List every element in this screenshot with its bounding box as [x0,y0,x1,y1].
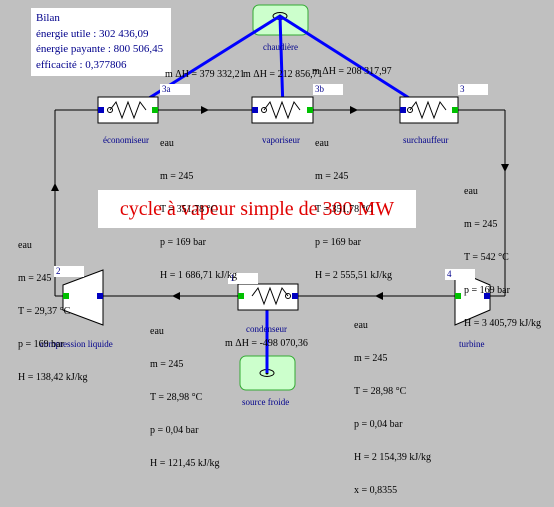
state-1-h: H = 121,45 kJ/kg [150,458,220,469]
state-3a: eau m = 245 T = 351,78 °C p = 169 bar H … [160,116,237,292]
heat-line-sur [279,14,429,112]
diagram-canvas [51,4,509,391]
heat-cond: m ΔH = -498 070,36 [225,338,308,349]
state-3-m: m = 245 [464,219,498,230]
label-vaporiseur: vaporiseur [262,135,300,145]
state-3b-h: H = 2 555,51 kJ/kg [315,270,393,281]
exchanger-condenseur [237,283,299,311]
turbine-shape [454,269,491,326]
state-3-t: T = 542 °C [464,252,509,263]
point-2: 2 [54,266,84,277]
state-3b-p: p = 169 bar [315,237,361,248]
state-2-fluid: eau [18,240,32,251]
state-3b-fluid: eau [315,138,329,149]
state-3b: eau m = 245 T = 351,78 °C p = 169 bar H … [315,116,392,292]
state-4-t: T = 28,98 °C [354,386,407,397]
state-2-h: H = 138,42 kJ/kg [18,372,88,383]
heat-eco: m ΔH = 379 332,21 [165,69,245,80]
state-1-m: m = 245 [150,359,184,370]
state-3b-t: T = 351,78 °C [315,204,373,215]
label-surchauffeur: surchauffeur [403,135,449,145]
state-1-p: p = 0,04 bar [150,425,199,436]
state-3-p: p = 169 bar [464,285,510,296]
label-economiseur: économiseur [103,135,149,145]
label-source-froide: source froide [242,397,290,407]
bilan-efficacite: efficacité : 0,377806 [36,58,127,71]
state-2: eau m = 245 T = 29,37 °C p = 169 bar H =… [18,218,88,394]
arrow-right-1 [201,106,209,114]
arrow-down [501,164,509,172]
state-4-x: x = 0,8355 [354,485,398,496]
state-3b-m: m = 245 [315,171,349,182]
state-3a-fluid: eau [160,138,174,149]
state-4-p: p = 0,04 bar [354,419,403,430]
state-3-h: H = 3 405,79 kJ/kg [464,318,542,329]
label-condenseur: condenseur [246,324,287,334]
heat-line-eco [129,14,281,112]
point-4: 4 [445,269,475,280]
state-3a-p: p = 169 bar [160,237,206,248]
bilan-energie-utile: énergie utile : 302 436,09 [36,27,149,40]
state-4: eau m = 245 T = 28,98 °C p = 0,04 bar H … [354,298,431,507]
compressor-shape [62,269,104,326]
state-1-fluid: eau [150,326,164,337]
state-4-h: H = 2 154,39 kJ/kg [354,452,432,463]
state-1: eau m = 245 T = 28,98 °C p = 0,04 bar H … [150,304,220,480]
arrow-up [51,183,59,191]
state-2-m: m = 245 [18,273,52,284]
flow-arrows [51,106,509,300]
state-3: eau m = 245 T = 542 °C p = 169 bar H = 3… [464,164,541,340]
heat-line-vap [278,15,285,111]
state-4-m: m = 245 [354,353,388,364]
bilan-title: Bilan [36,12,60,24]
heat-sur: m ΔH = 208 317,97 [312,66,392,77]
state-3a-h: H = 1 686,71 kJ/kg [160,270,238,281]
exchanger-vaporiseur [251,96,314,124]
point-1: 1 [228,273,258,284]
state-2-p: p = 169 bar [18,339,64,350]
state-4-fluid: eau [354,320,368,331]
arrow-right-2 [350,106,358,114]
label-chaudiere: chaudière [263,42,298,52]
state-3-fluid: eau [464,186,478,197]
diagram-title-box: cycle à vapeur simple de 300 MW [98,190,416,228]
diagram-title: cycle à vapeur simple de 300 MW [119,198,395,220]
exchanger-surchauffeur [399,96,459,124]
heat-vap: m ΔH = 212 856,71 [243,69,323,80]
label-turbine: turbine [459,339,485,349]
point-3a: 3a [160,84,190,95]
exchanger-economiseur [97,96,159,124]
point-3: 3 [458,84,488,95]
state-3a-m: m = 245 [160,171,194,182]
state-1-t: T = 28,98 °C [150,392,203,403]
bilan-energie-payante: énergie payante : 800 506,45 [36,43,164,55]
arrow-left-1 [375,292,383,300]
arrow-left-2 [172,292,180,300]
bilan-panel: Bilan énergie utile : 302 436,09 énergie… [31,8,171,76]
point-3b: 3b [313,84,343,95]
label-compression-liquide: compression liquide [40,339,113,349]
state-2-t: T = 29,37 °C [18,306,71,317]
state-3a-t: T = 351,78 °C [160,204,218,215]
